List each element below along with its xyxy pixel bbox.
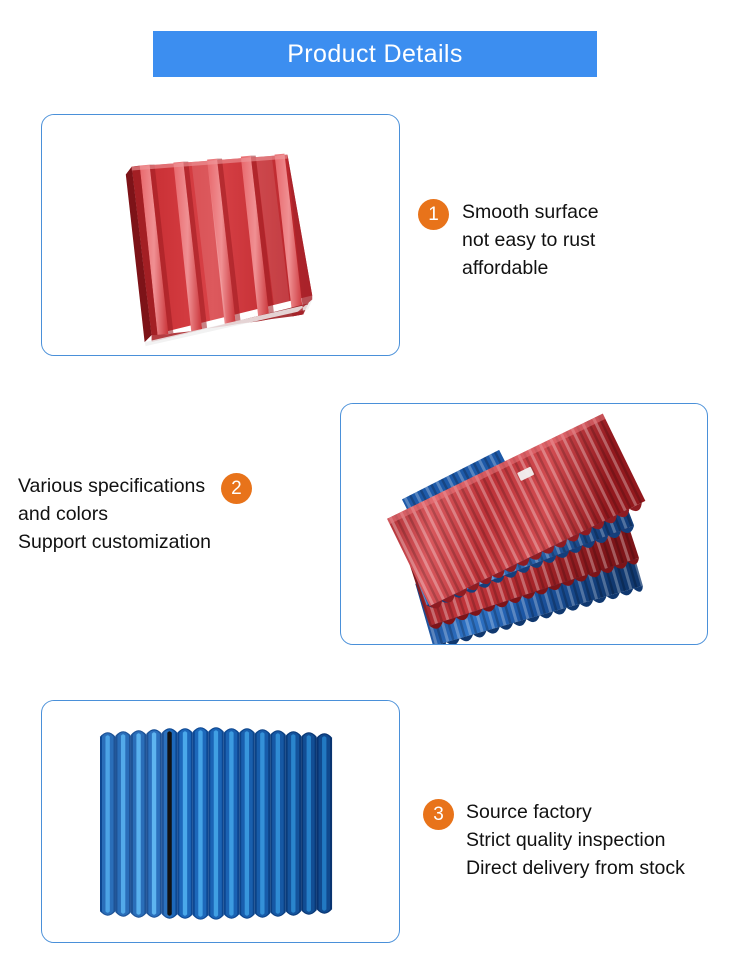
page-title: Product Details <box>287 39 463 68</box>
feature-item-2: 2 Various specifications and colors Supp… <box>18 472 328 556</box>
feature-text-1: Smooth surface not easy to rust affordab… <box>462 201 599 279</box>
product-image-card-3 <box>41 700 400 943</box>
stack-of-red-and-blue-corrugated-sheets-image <box>341 404 707 644</box>
red-trapezoidal-roofing-sheet-image <box>42 115 399 355</box>
product-image-card-2 <box>340 403 708 645</box>
feature-text-3: Source factory Strict quality inspection… <box>466 801 685 879</box>
feature-number-badge-2: 2 <box>220 473 252 504</box>
feature-number-badge-1: 1 <box>418 199 449 230</box>
product-image-card-1 <box>41 114 400 356</box>
feature-text-2: Various specifications and colors Suppor… <box>18 475 211 553</box>
feature-item-3: 3 Source factory Strict quality inspecti… <box>423 798 743 882</box>
blue-wave-corrugated-sheet-image <box>42 701 399 942</box>
page-header-banner: Product Details <box>153 31 597 77</box>
feature-number-badge-3: 3 <box>423 799 454 830</box>
feature-item-1: 1 Smooth surface not easy to rust afford… <box>418 198 718 282</box>
